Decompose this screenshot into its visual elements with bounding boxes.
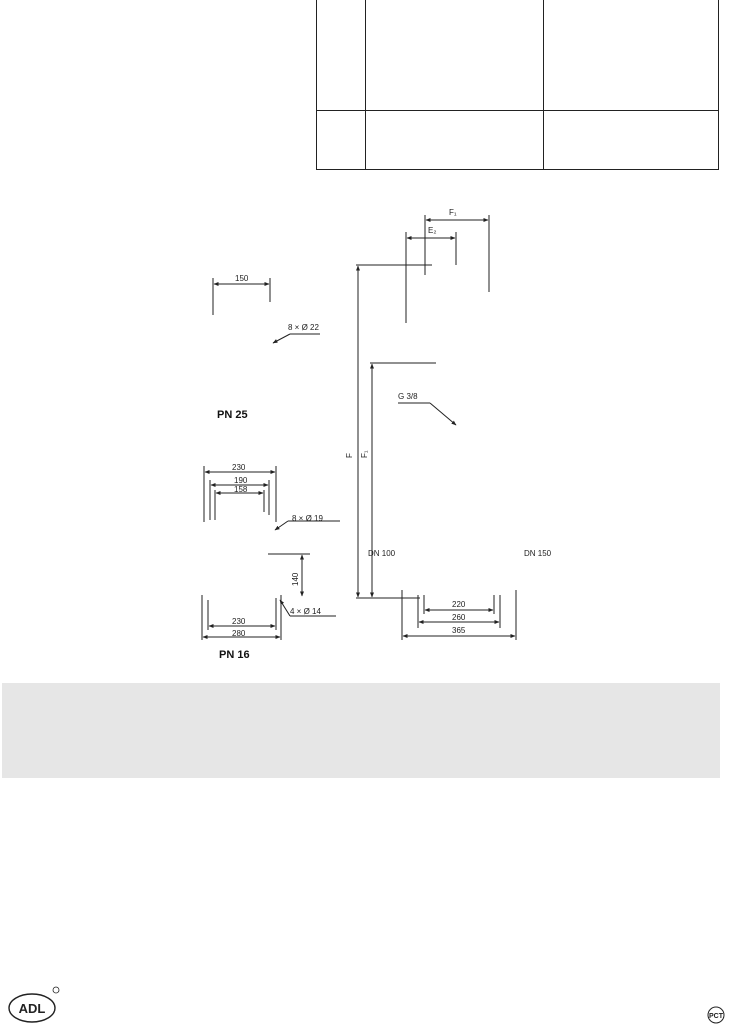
dim-label: 190	[234, 476, 248, 485]
dim-label: 260	[452, 613, 466, 622]
table-row-divider	[317, 110, 718, 111]
dim-label: 220	[452, 600, 466, 609]
dim-label: 8 × Ø 19	[292, 514, 323, 523]
spec-table	[316, 0, 719, 170]
dim-label: 230	[232, 463, 246, 472]
dim-label: E₂	[428, 226, 437, 235]
certification-mark-icon: PCT	[707, 1006, 725, 1024]
dim-label: F₁	[449, 208, 457, 217]
dim-label: DN 150	[524, 549, 552, 558]
adl-logo-icon: ADL	[8, 986, 60, 1023]
pn16-label: PN 16	[219, 649, 250, 661]
dim-label: DN 100	[368, 549, 396, 558]
dim-label: 8 × Ø 22	[288, 323, 319, 332]
dim-label: 4 × Ø 14	[290, 607, 321, 616]
dim-label: F	[345, 453, 354, 458]
table-col-divider	[365, 0, 366, 169]
svg-text:ADL: ADL	[19, 1001, 46, 1016]
drawing-lines	[201, 215, 517, 640]
table-col-divider	[543, 0, 544, 169]
svg-text:PCT: PCT	[709, 1013, 724, 1020]
dim-label: 230	[232, 617, 246, 626]
dim-label: G 3/8	[398, 392, 418, 401]
dim-label: 158	[234, 485, 248, 494]
technical-drawing: 150 8 × Ø 22 PN 25 230 190 158 8 × Ø 19 …	[0, 190, 736, 680]
dim-label: 280	[232, 629, 246, 638]
dim-label: 140	[291, 572, 300, 586]
dim-label: F₁	[360, 450, 369, 458]
dim-label: 365	[452, 626, 466, 635]
note-box	[2, 683, 720, 778]
dim-label: 150	[235, 274, 249, 283]
pn25-label: PN 25	[217, 409, 248, 421]
